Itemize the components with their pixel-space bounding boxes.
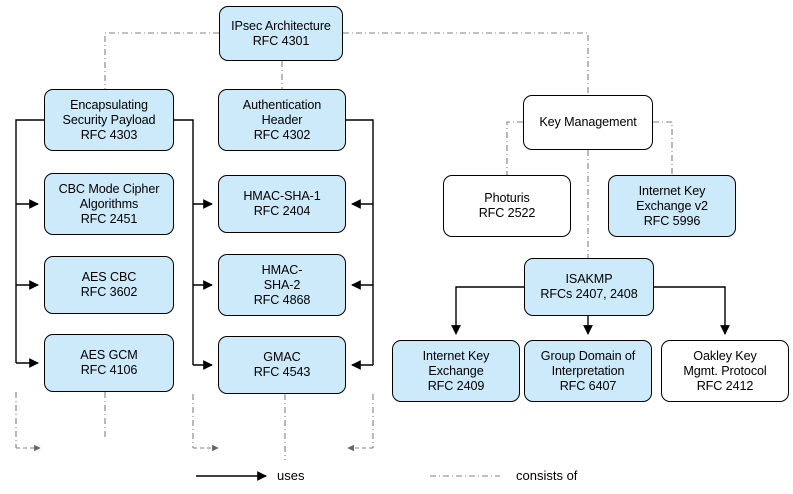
edge-group-uses xyxy=(15,119,730,481)
edge-ah-bus-right xyxy=(346,119,374,365)
node-key-management-label: Key Management xyxy=(539,115,637,129)
edge-ipsec-to-esp xyxy=(104,32,219,89)
edge-isakmp-to-ike xyxy=(451,286,524,335)
edge-km-to-photuris xyxy=(506,121,523,175)
edge-esp-bus-left xyxy=(15,119,44,363)
edge-ipsec-to-key-management xyxy=(343,32,589,95)
legend-consists-of-label: consists of xyxy=(516,468,578,483)
edge-isakmp-to-oakley xyxy=(654,286,730,335)
edge-km-to-ikev2 xyxy=(653,121,673,175)
legend-uses-label: uses xyxy=(277,468,305,483)
node-key-management[interactable]: Key Management xyxy=(523,95,653,150)
edge-esp-bus-right xyxy=(174,119,194,365)
edge-group-consists-of xyxy=(15,32,673,460)
